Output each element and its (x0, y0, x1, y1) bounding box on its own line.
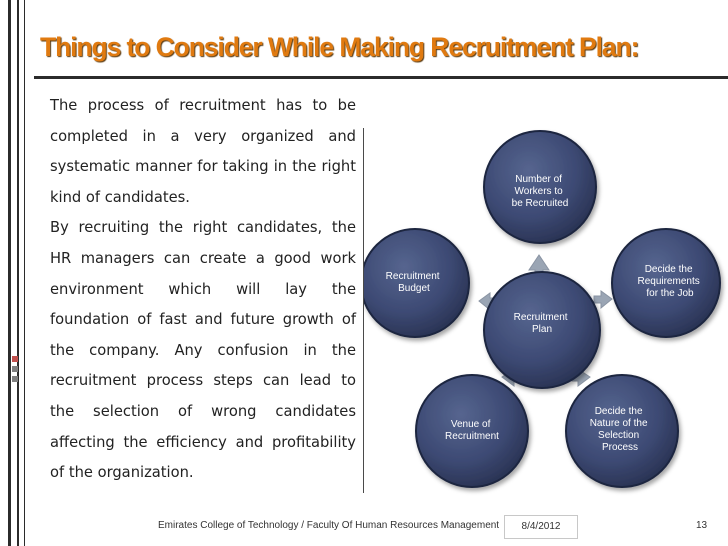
svg-text:Venue of Recruitment: Venue of Recruitment (445, 419, 499, 442)
node-decide-requirements: Decide the Requirements for the Job (611, 228, 721, 338)
decorative-square (12, 356, 18, 362)
node-number-of-workers: Number of Workers to be Recruited (483, 130, 597, 244)
arrow-upper-right (593, 290, 613, 310)
node-label-line: Number of (515, 174, 562, 185)
node-label-line: for the Job (646, 288, 694, 299)
footer-date: 8/4/2012 (504, 515, 578, 539)
svg-text:Recruitment Budget: Recruitment Budget (386, 271, 443, 294)
svg-text:Decide the Requirements: Decide the Requirements for the Job (637, 264, 702, 299)
svg-text:Number of Workers to: Number of Workers to be Recruited (512, 174, 569, 209)
node-label-line: Nature of the (590, 418, 648, 429)
node-label-line: Budget (398, 283, 430, 294)
decorative-square (12, 376, 18, 382)
center-label-line: Recruitment (514, 312, 568, 323)
paragraph-intro: The process of recruitment has to be com… (50, 97, 356, 206)
slide-title: Things to Consider While Making Recruitm… (40, 32, 639, 62)
body-text: The process of recruitment has to be com… (50, 91, 356, 489)
paragraph-detail: By recruiting the right candidates, the … (50, 219, 356, 482)
text-divider (363, 128, 364, 493)
left-decoration (0, 0, 28, 546)
node-label-line: be Recruited (512, 198, 569, 209)
page-number: 13 (696, 520, 708, 531)
title-underline (34, 76, 728, 79)
node-decide-selection-process: Decide the Nature of the Selection Proce… (565, 374, 679, 488)
node-venue-of-recruitment: Venue of Recruitment (415, 374, 529, 488)
svg-text:Decide the Nature of the: Decide the Nature of the Selection Proce… (590, 406, 651, 453)
svg-text:Recruitment Plan: Recruitment Plan (514, 312, 571, 335)
node-label-line: Venue of (451, 419, 491, 430)
center-circle-recruitment-plan: Recruitment Plan (483, 271, 601, 389)
node-label-line: Process (602, 442, 638, 453)
recruitment-plan-diagram: Recruitment Plan Number of Workers to be… (364, 130, 721, 488)
node-label-line: Decide the (595, 406, 643, 417)
decorative-square (12, 366, 18, 372)
node-label-line: Recruitment (386, 271, 440, 282)
footer-college: Emirates College of Technology / Faculty… (158, 520, 500, 531)
node-recruitment-budget: Recruitment Budget (364, 228, 470, 338)
center-label-line: Plan (532, 324, 552, 335)
node-label-line: Requirements (637, 276, 699, 287)
node-label-line: Decide the (645, 264, 693, 275)
node-label-line: Recruitment (445, 431, 499, 442)
node-label-line: Workers to (515, 186, 564, 197)
node-label-line: Selection (598, 430, 639, 441)
